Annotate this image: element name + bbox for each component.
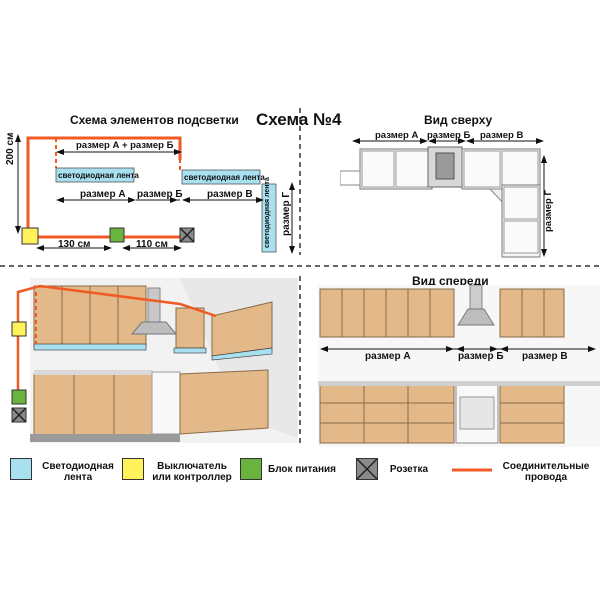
wire-legend-swatch	[452, 468, 492, 472]
sum-label: размер А + размер Б	[76, 140, 174, 151]
wire-legend-label: Соединительные провода	[502, 461, 590, 483]
front-view-title: Вид спереди	[412, 274, 489, 288]
top-view-drawing	[340, 138, 547, 258]
led-label-v: светодиодная лента	[184, 173, 265, 182]
lighting-schema	[15, 134, 295, 254]
front-view-drawing	[318, 285, 600, 447]
led-strip-v	[181, 169, 261, 185]
led-strip-g	[261, 183, 277, 253]
power-legend-label: Блок питания	[268, 464, 336, 475]
power-supply-box	[109, 227, 125, 243]
socket-legend-swatch	[356, 458, 378, 480]
led-label-g: светодиодная лента	[264, 177, 271, 248]
led-label-a: светодиодная лента	[58, 171, 139, 180]
size-b-label: размер Б	[137, 189, 183, 200]
socket-legend-label: Розетка	[389, 464, 429, 475]
switch-legend-label: Выключатель или контроллер	[152, 461, 232, 483]
top-size-g: размер Г	[543, 190, 554, 232]
distance-1-label: 130 см	[58, 239, 91, 250]
size-a-label: размер А	[80, 189, 126, 200]
front-size-v: размер В	[522, 351, 568, 362]
switch-box	[21, 227, 39, 245]
top-size-a: размер А	[375, 130, 419, 141]
front-size-a: размер А	[365, 351, 411, 362]
front-size-b: размер Б	[458, 351, 504, 362]
switch-legend-swatch	[122, 458, 144, 480]
top-size-b: размер Б	[427, 130, 471, 141]
size-v-label: размер В	[207, 189, 253, 200]
led-legend-swatch	[10, 458, 32, 480]
schema-number: Схема №4	[256, 110, 342, 129]
led-legend-label: Светодиодная лента	[42, 461, 114, 483]
size-g-label: размер Г	[281, 191, 292, 236]
led-strip-a	[55, 167, 135, 183]
top-size-v: размер В	[480, 130, 524, 141]
top-view-title: Вид сверху	[424, 113, 493, 127]
schema-title: Схема элементов подсветки	[70, 113, 239, 127]
distance-2-label: 110 см	[136, 239, 168, 250]
power-legend-swatch	[240, 458, 262, 480]
kitchen-render	[11, 278, 298, 443]
height-label: 200 см	[5, 132, 16, 165]
